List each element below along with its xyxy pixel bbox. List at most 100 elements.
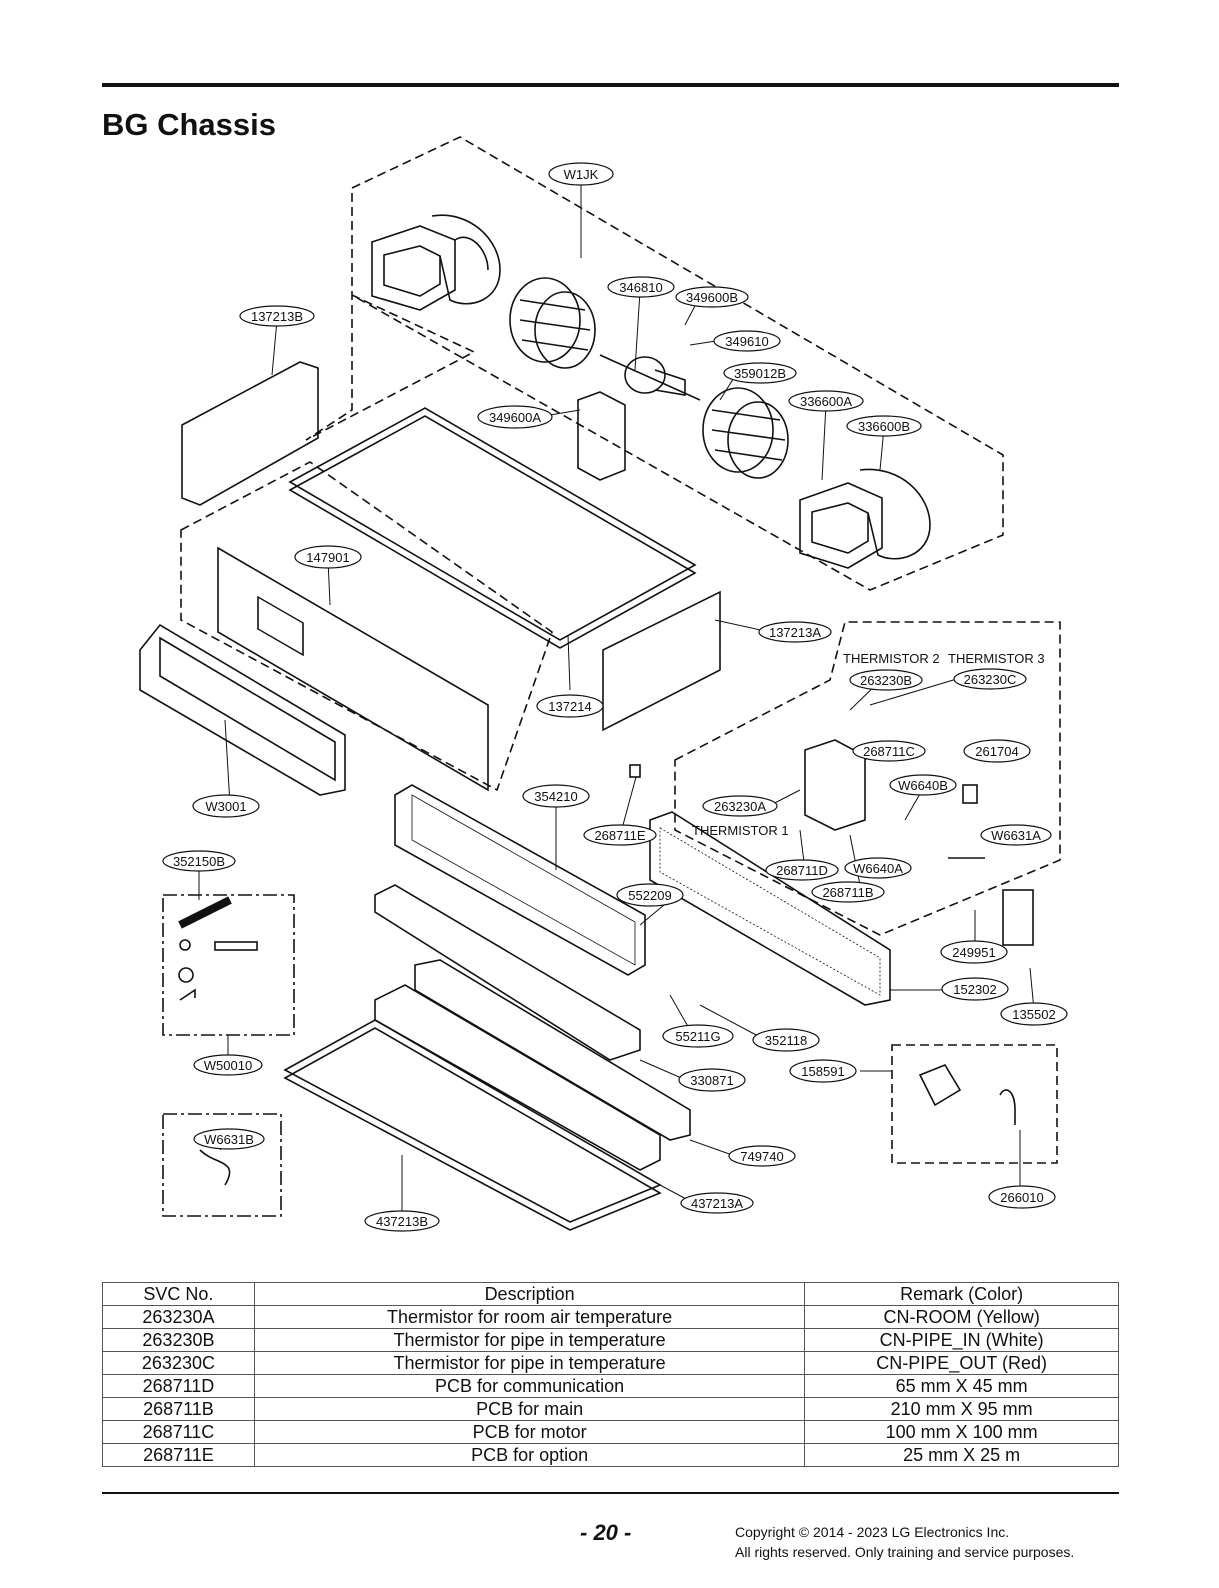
cell-svc-no: 268711B	[102, 1397, 255, 1421]
callout-137213B	[239, 305, 315, 327]
callout-135502	[1000, 1002, 1068, 1026]
drain-pump	[918, 1064, 962, 1107]
callout-label: W6631B	[204, 1132, 254, 1147]
callout-158591	[789, 1059, 857, 1083]
callout-label: 349600B	[686, 290, 738, 305]
table-row: 268711E PCB for option 25 mm X 25 m	[102, 1443, 1119, 1467]
heat-exchanger	[394, 784, 646, 976]
cell-description: Thermistor for pipe in temperature	[253, 1328, 806, 1352]
pipe-sleeve	[214, 941, 258, 951]
callout-354210	[522, 784, 590, 808]
callout-330871	[678, 1068, 746, 1092]
cell-svc-no: 263230A	[102, 1305, 255, 1329]
fan-housing-right	[799, 468, 931, 569]
thermistor-2-note: THERMISTOR 2	[843, 651, 940, 666]
callout-152302	[941, 977, 1009, 1001]
callout-268711E	[583, 824, 657, 846]
cell-description: PCB for communication	[253, 1374, 806, 1398]
callout-W1JK	[548, 162, 614, 186]
thermistor-3-note: THERMISTOR 3	[948, 651, 1045, 666]
callout-268711B	[811, 881, 885, 903]
callout-label: 137213A	[769, 625, 821, 640]
callout-label: W6640A	[853, 861, 903, 876]
bottom-rule	[102, 1492, 1119, 1494]
copyright-line: Copyright © 2014 - 2023 LG Electronics I…	[735, 1524, 1010, 1540]
callout-349600B	[675, 286, 749, 308]
callout-label: 354210	[534, 789, 577, 804]
table-row: 263230B Thermistor for pipe in temperatu…	[102, 1328, 1119, 1352]
control-box-outline	[674, 621, 1061, 936]
control-box	[804, 739, 866, 831]
callout-437213A	[680, 1192, 754, 1214]
table-row: 263230A Thermistor for room air temperat…	[102, 1305, 1119, 1329]
cell-remark: 210 mm X 95 mm	[804, 1397, 1119, 1421]
callout-label: W6631A	[991, 828, 1041, 843]
callout-346810	[607, 276, 675, 298]
float-switch	[999, 1089, 1016, 1125]
thermistor-notes: THERMISTOR 2 THERMISTOR 3 THERMISTOR 1	[692, 651, 1045, 838]
cell-remark: CN-PIPE_IN (White)	[804, 1328, 1119, 1352]
callout-349600A	[477, 405, 553, 429]
callout-label: 437213B	[376, 1214, 428, 1229]
callout-55211G	[662, 1024, 734, 1048]
cell-svc-no: 263230C	[102, 1351, 255, 1375]
fan-motor	[599, 354, 701, 401]
callout-W3001	[192, 794, 260, 818]
hose-clamp	[178, 967, 194, 983]
drain-pan	[374, 884, 641, 1061]
wire-harness-b	[199, 1149, 231, 1186]
bottom-panel	[283, 1019, 662, 1223]
callout-label: 352150B	[173, 854, 225, 869]
thermistor-1-note: THERMISTOR 1	[692, 823, 789, 838]
cell-svc-no: 268711E	[102, 1443, 255, 1467]
callout-268711D	[765, 859, 839, 881]
cell-remark: CN-PIPE_OUT (Red)	[804, 1351, 1119, 1375]
callout-336600B	[846, 415, 922, 437]
bottom-rail-a	[374, 984, 661, 1171]
callout-label: 552209	[628, 888, 671, 903]
side-bracket-right	[602, 590, 721, 732]
callout-label: 349600A	[489, 410, 541, 425]
cell-description: PCB for motor	[253, 1420, 806, 1444]
table-row: 268711B PCB for main 210 mm X 95 mm	[102, 1397, 1119, 1421]
callout-268711C	[852, 740, 926, 762]
callout-label: 336600B	[858, 419, 910, 434]
callout-label: 137214	[548, 699, 591, 714]
air-filter	[649, 811, 891, 1006]
page-number: - 20 -	[580, 1520, 632, 1545]
pump-kit-outline	[891, 1044, 1058, 1164]
callouts	[162, 162, 1068, 1232]
cell-remark: 25 mm X 25 m	[804, 1443, 1119, 1467]
callout-label: 352118	[765, 1033, 807, 1048]
fan-housing-left	[371, 214, 501, 311]
callout-437213B	[364, 1210, 440, 1232]
top-rule	[102, 83, 1119, 87]
pcb-option	[629, 764, 641, 778]
callout-W6631A	[980, 824, 1052, 846]
callout-147901	[294, 545, 362, 569]
callout-336600A	[788, 390, 864, 412]
callout-label: 249951	[952, 945, 995, 960]
callout-label: 346810	[619, 280, 662, 295]
callout-label: 330871	[690, 1073, 733, 1088]
callout-266010	[988, 1185, 1056, 1209]
cell-description: PCB for main	[253, 1397, 806, 1421]
callout-label: 268711E	[594, 828, 645, 843]
callout-137213A	[758, 621, 832, 643]
callout-label: 55211G	[675, 1029, 720, 1044]
callout-352118	[752, 1028, 820, 1052]
callout-label: 147901	[306, 550, 349, 565]
callout-359012B	[723, 362, 797, 384]
rights-line: All rights reserved. Only training and s…	[735, 1544, 1075, 1560]
callout-label: 268711C	[863, 744, 915, 759]
cell-svc-no: 268711C	[102, 1420, 255, 1444]
front-panel	[217, 546, 489, 792]
kit-w6631b-outline	[162, 1113, 282, 1217]
cover-plate	[1002, 889, 1034, 946]
cell-description: PCB for option	[253, 1443, 806, 1467]
table-row: 263230C Thermistor for pipe in temperatu…	[102, 1351, 1119, 1375]
blower-wheel-right	[702, 387, 789, 479]
side-bracket-left	[181, 361, 319, 506]
callout-label: 349610	[725, 334, 768, 349]
callout-W6631B	[193, 1128, 265, 1150]
